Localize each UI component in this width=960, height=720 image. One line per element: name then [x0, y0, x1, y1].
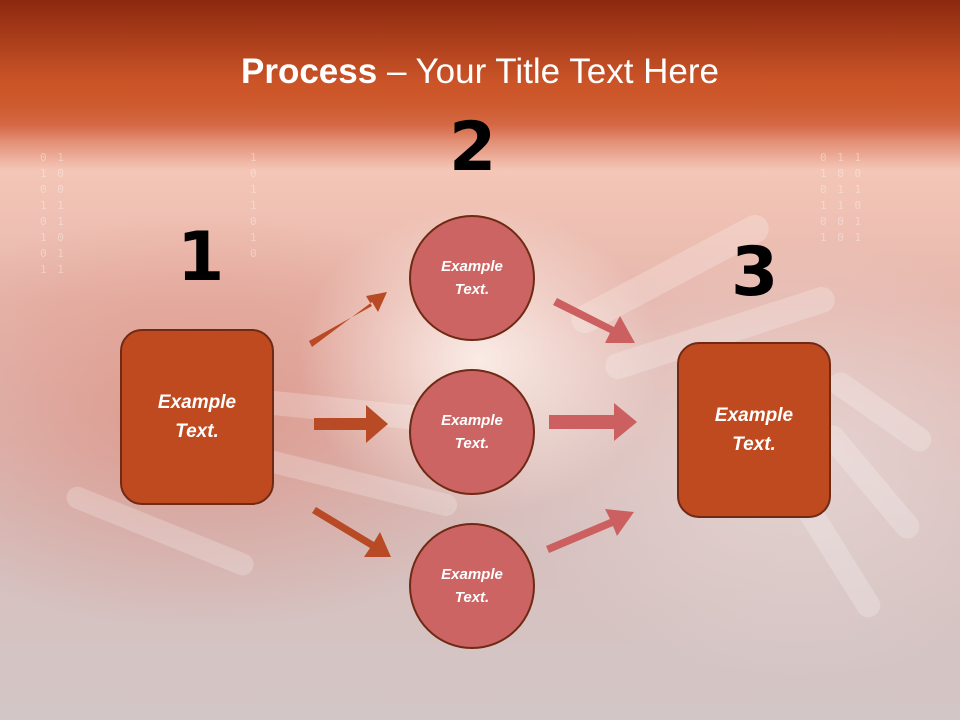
step-number-2: 2: [449, 108, 497, 187]
middle-node-center-line1: Example: [441, 412, 503, 429]
step-number-1: 1: [177, 218, 225, 297]
middle-node-bottom-line2: Text.: [454, 589, 490, 606]
step-number-3: 3: [731, 233, 779, 312]
step-box-1-line2: Text.: [175, 421, 219, 442]
middle-node-top-line1: Example: [441, 258, 503, 275]
step-box-1-line1: Example: [157, 392, 237, 413]
middle-node-center-line2: Text.: [454, 435, 490, 452]
step-box-3-line1: Example: [714, 405, 794, 426]
arrow-left-up: [309, 292, 387, 347]
arrow-right-down: [553, 298, 635, 343]
middle-node-bottom-line1: Example: [441, 566, 503, 583]
slide-title: Process – Your Title Text Here: [0, 52, 960, 92]
step-box-3-line2: Text.: [732, 434, 776, 455]
arrow-left-down: [312, 507, 391, 557]
arrow-left-middle: [314, 405, 388, 443]
arrow-right-middle: [549, 403, 637, 441]
title-bold: Process: [241, 52, 378, 91]
arrow-right-up: [546, 509, 634, 553]
title-band: [0, 0, 960, 140]
middle-node-top-line2: Text.: [454, 281, 490, 298]
title-rest: – Your Title Text Here: [377, 52, 719, 91]
